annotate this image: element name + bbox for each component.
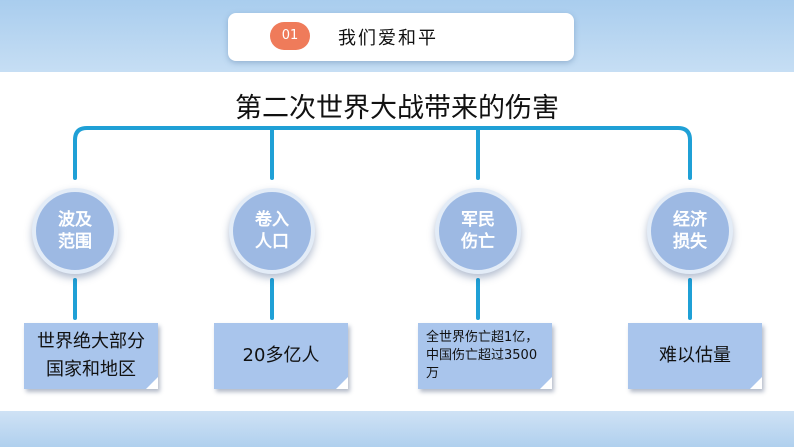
category-label: 卷入人口 bbox=[255, 210, 289, 252]
category-circle-scope: 波及范围 bbox=[32, 188, 118, 274]
detail-note-population: 20多亿人 bbox=[214, 323, 348, 389]
diagram-title: 第二次世界大战带来的伤害 bbox=[235, 93, 559, 124]
bottom-banner bbox=[0, 411, 794, 447]
category-circle-population: 卷入人口 bbox=[229, 188, 315, 274]
category-label: 经济损失 bbox=[673, 210, 707, 252]
detail-text: 世界绝大部分国家和地区 bbox=[37, 331, 145, 380]
top-connector bbox=[73, 126, 692, 180]
detail-text: 难以估量 bbox=[659, 345, 731, 366]
category-label: 军民伤亡 bbox=[461, 210, 495, 252]
category-circle-economy: 经济损失 bbox=[647, 188, 733, 274]
section-number-badge: 01 bbox=[270, 22, 310, 50]
detail-note-scope: 世界绝大部分国家和地区 bbox=[24, 323, 158, 389]
detail-text: 全世界伤亡超1亿，中国伤亡超过3500万 bbox=[426, 330, 539, 381]
section-title: 我们爱和平 bbox=[338, 28, 438, 49]
detail-note-casualties: 全世界伤亡超1亿，中国伤亡超过3500万 bbox=[418, 323, 552, 389]
detail-note-economy: 难以估量 bbox=[628, 323, 762, 389]
detail-text: 20多亿人 bbox=[242, 345, 320, 366]
category-circle-casualties: 军民伤亡 bbox=[435, 188, 521, 274]
category-label: 波及范围 bbox=[58, 210, 92, 252]
